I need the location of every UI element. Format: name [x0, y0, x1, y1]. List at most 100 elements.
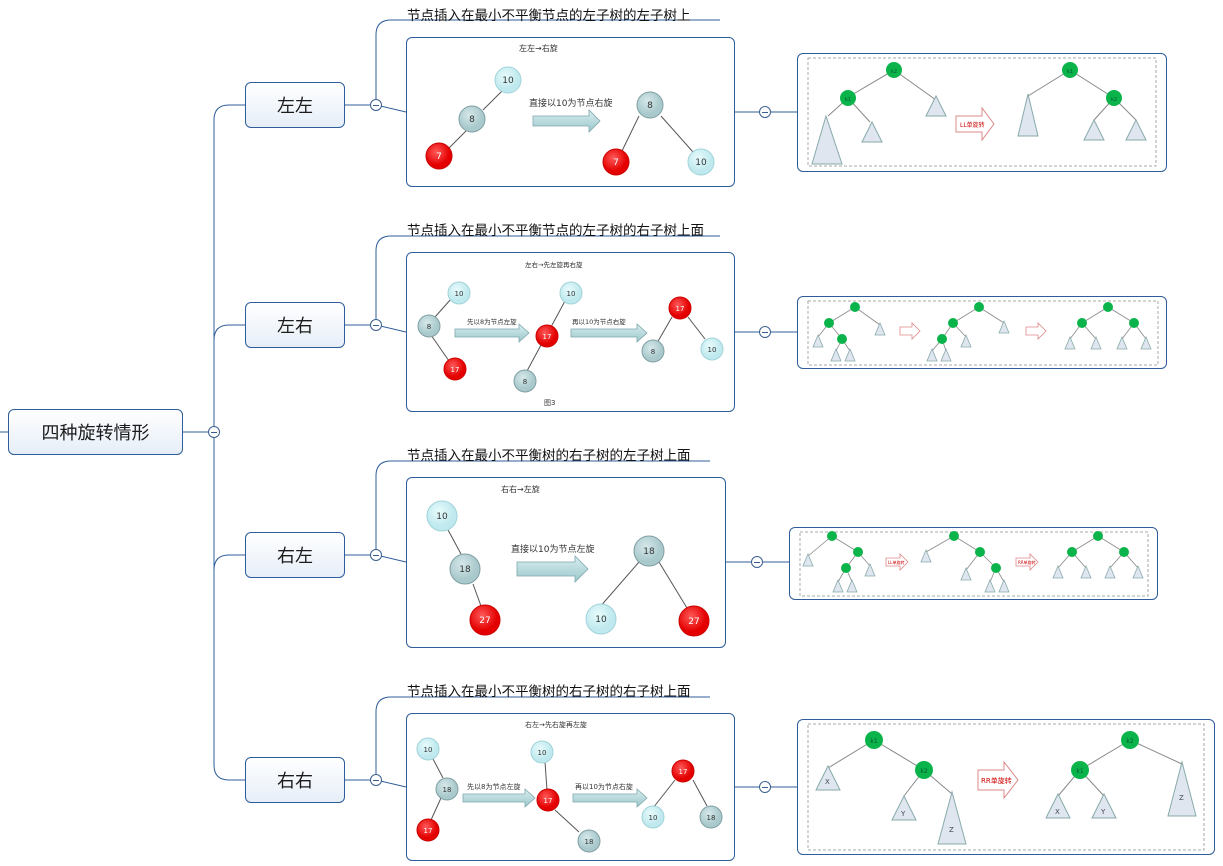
node [1077, 318, 1087, 328]
node-label: k2 [891, 69, 897, 75]
node-label: 10 [538, 749, 547, 757]
rotation-arrow [977, 760, 1019, 800]
thumb-ll[interactable]: k2 k1 k1 k2 LL单旋转 [797, 53, 1167, 172]
collapse-toggle-rl-image[interactable] [751, 556, 763, 568]
subtree-z [1132, 564, 1144, 579]
node [1071, 761, 1089, 779]
node-label: 8 [427, 323, 431, 331]
node-label: 8 [647, 101, 653, 111]
node-label: 17 [451, 366, 460, 374]
branch-topic-rr[interactable]: 右右 [245, 757, 345, 803]
collapse-toggle-rl[interactable] [370, 549, 382, 561]
panel-ll[interactable]: 左左→右旋 直接以10为节点右旋 10 8 7 8 7 10 [406, 37, 735, 187]
subtree-z [998, 578, 1010, 593]
node-label: k1 [845, 97, 851, 103]
rotation-arrow [885, 553, 909, 571]
node [850, 302, 860, 312]
subtree-label: Z [949, 826, 954, 834]
subtree-y [1091, 792, 1117, 819]
branch-topic-ll[interactable]: 左左 [245, 82, 345, 128]
node [841, 563, 851, 573]
note-ll[interactable]: 节点插入在最小不平衡节点的左子树的左子树上 [407, 8, 691, 24]
subtree-z [998, 319, 1010, 334]
node [559, 281, 583, 305]
branch-label: 左左 [277, 96, 313, 117]
node [417, 314, 441, 338]
node [1106, 90, 1122, 106]
collapse-toggle-rr-image[interactable] [759, 781, 771, 793]
panel-lr-diagram: 左右→先左旋再右旋 先以8为节点左旋 再以10为节点右旋 10 8 17 10 … [417, 260, 724, 407]
arrow-label: LL单旋转 [960, 121, 985, 129]
subtree-y [1083, 118, 1105, 141]
subtree-x [920, 548, 932, 563]
node [699, 805, 723, 829]
collapse-toggle-lr-image[interactable] [759, 326, 771, 338]
panel-rr[interactable]: 右左→先右旋再左旋 先以8为节点左旋 再以10为节点右旋 10 18 17 10… [406, 713, 735, 861]
node [1129, 318, 1139, 328]
root-topic[interactable]: 四种旋转情形 [8, 409, 183, 455]
note-rr[interactable]: 节点插入在最小不平衡树的右子树的右子树上面 [407, 684, 691, 700]
arrow-label: 直接以10为节点右旋 [529, 97, 612, 109]
collapse-toggle-root[interactable] [208, 426, 220, 438]
subtree-y [1080, 564, 1092, 579]
node [513, 369, 537, 393]
subtree-x [1017, 93, 1039, 137]
node-label: 8 [523, 378, 527, 386]
arrow-label: RR单旋转 [981, 776, 1012, 785]
node [1121, 731, 1139, 749]
thumb-rl[interactable]: LL单旋转 RR单旋转 [789, 527, 1158, 600]
note-lr[interactable]: 节点插入在最小不平衡节点的左子树的右子树上面 [407, 223, 704, 239]
rotation-arrow [1015, 553, 1039, 571]
thumb-rr[interactable]: X Y Z X Y Z k1 k2 k2 k1 RR单旋转 [797, 719, 1215, 855]
subtree-y [1104, 564, 1116, 579]
node-label: 10 [424, 746, 433, 754]
subtree-z [1125, 118, 1147, 141]
subtree-y [846, 578, 858, 593]
collapse-toggle-lr[interactable] [370, 319, 382, 331]
subtree-z [874, 321, 886, 336]
node [536, 788, 560, 812]
panel-ll-diagram: 左左→右旋 直接以10为节点右旋 10 8 7 8 7 10 [425, 43, 715, 176]
rotation-arrow [516, 555, 589, 583]
node [687, 148, 715, 176]
panel-title: 右右→左旋 [501, 484, 540, 494]
node [458, 105, 486, 133]
subtree-z [925, 94, 947, 117]
panel-rl[interactable]: 右右→左旋 直接以10为节点左旋 10 18 27 18 10 27 [406, 477, 726, 648]
node [1103, 302, 1113, 312]
node [416, 737, 440, 761]
branch-label: 右左 [277, 546, 313, 567]
collapse-toggle-rr[interactable] [370, 774, 382, 786]
node-label: 10 [649, 814, 658, 822]
rotation-arrow [462, 788, 536, 808]
subtree-z [937, 790, 967, 845]
node [840, 90, 856, 106]
collapse-toggle-ll-image[interactable] [759, 106, 771, 118]
node [633, 535, 665, 567]
node-label: 18 [643, 547, 655, 557]
subtree-y [891, 794, 917, 821]
subtree-y [861, 120, 883, 143]
node [1093, 531, 1103, 541]
node [416, 818, 440, 842]
node-label: 27 [479, 616, 490, 626]
node [865, 731, 883, 749]
node [886, 62, 902, 78]
note-rl[interactable]: 节点插入在最小不平衡树的右子树的左子树上面 [407, 448, 691, 464]
node-label: 18 [585, 838, 594, 846]
collapse-toggle-ll[interactable] [370, 99, 382, 111]
rotation-arrow [454, 323, 530, 343]
panel-lr[interactable]: 左右→先左旋再右旋 先以8为节点左旋 再以10为节点右旋 10 8 17 10 … [406, 252, 735, 412]
branch-topic-lr[interactable]: 左右 [245, 302, 345, 348]
panel-title: 左右→先左旋再右旋 [525, 260, 583, 269]
root-label: 四种旋转情形 [41, 423, 150, 444]
node-label: 17 [424, 827, 433, 835]
node [577, 829, 601, 853]
node [494, 66, 522, 94]
branch-topic-rl[interactable]: 右左 [245, 532, 345, 578]
thumb-lr[interactable] [797, 296, 1167, 369]
panel-title: 右左→先右旋再左旋 [525, 720, 587, 729]
node [974, 302, 984, 312]
node [426, 500, 458, 532]
